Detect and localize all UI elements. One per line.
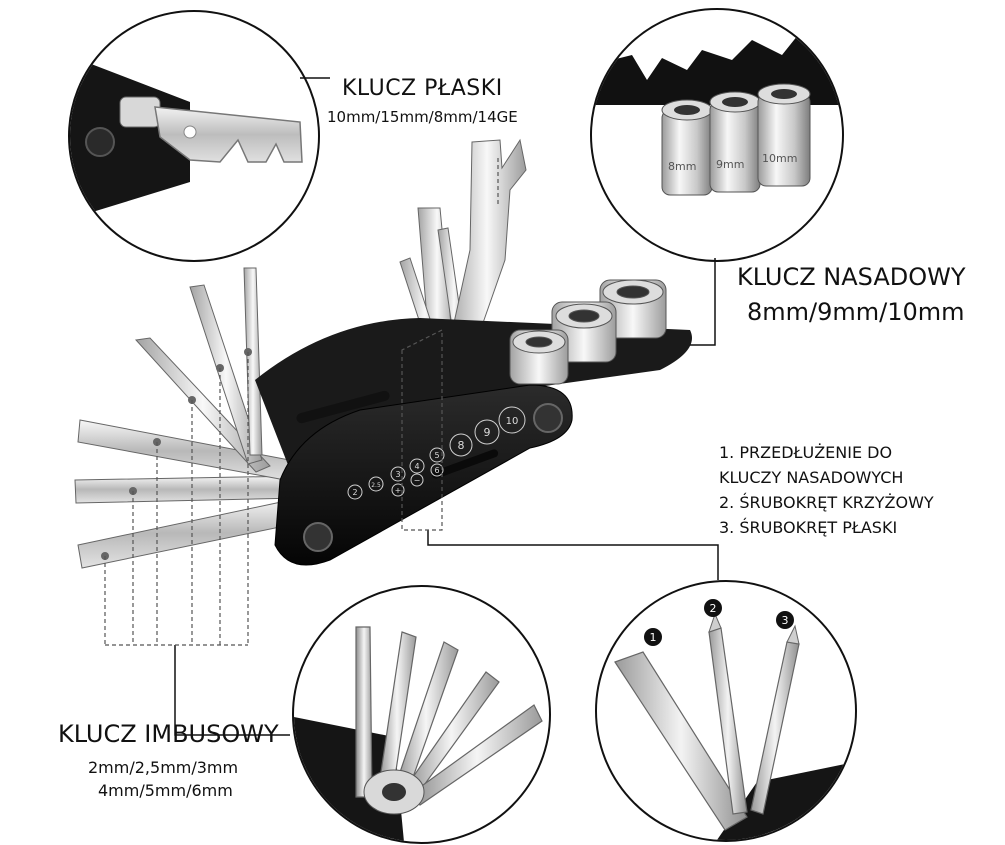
screwdriver-item-3: 3. ŚRUBOKRĘT PŁASKI — [719, 518, 898, 537]
detail-circle-sockets: 8mm 9mm 10mm — [590, 8, 844, 262]
socket-10mm — [757, 83, 811, 187]
hex-key-bars — [74, 267, 305, 569]
badge-2: 2 — [704, 599, 722, 617]
body-number-10: 10 — [506, 416, 519, 427]
body-number-4: 4 — [414, 462, 419, 471]
body-mark-plus: + — [395, 486, 402, 495]
body-mark-minus: − — [414, 476, 421, 485]
hex-keys-title: KLUCZ IMBUSOWY — [58, 720, 279, 748]
hex-keys-sizes-line2: 4mm/5mm/6mm — [98, 781, 233, 800]
badge-1: 1 — [644, 628, 662, 646]
body-number-8: 8 — [458, 439, 465, 452]
tool-body — [274, 384, 573, 566]
body-number-2-5: 2.5 — [371, 482, 381, 489]
screwdriver-item-2: 2. ŚRUBOKRĘT KRZYŻOWY — [719, 493, 934, 512]
body-number-2: 2 — [352, 488, 357, 497]
detail-circle-flat-wrench — [68, 10, 320, 262]
detail-circle-screwdrivers: 1 2 3 — [595, 580, 857, 842]
detail-circle-hex-keys — [292, 585, 551, 844]
flat-wrench-sizes: 10mm/15mm/8mm/14GE — [327, 108, 518, 126]
socket-8mm — [661, 99, 713, 196]
body-number-5: 5 — [434, 451, 439, 460]
socket-wrench-sizes: 8mm/9mm/10mm — [747, 298, 965, 326]
socket-label-10: 10mm — [762, 152, 797, 165]
svg-text:3: 3 — [782, 614, 789, 627]
screwdriver-list: 1. PRZEDŁUŻENIE DO KLUCZY NASADOWYCH 2. … — [719, 440, 934, 540]
screwdriver-item-1a: 1. PRZEDŁUŻENIE DO — [719, 443, 893, 462]
flat-wrench-closeup — [70, 55, 303, 219]
callout-lines — [174, 77, 719, 736]
body-number-9: 9 — [484, 426, 491, 439]
badge-3: 3 — [776, 611, 794, 629]
dashed-guides — [104, 158, 499, 646]
socket-label-9: 9mm — [716, 158, 744, 171]
hex-keys-sizes-line1: 2mm/2,5mm/3mm — [88, 758, 239, 777]
flat-wrench-title: KLUCZ PŁASKI — [342, 76, 503, 101]
socket-wrench-title: KLUCZ NASADOWY — [737, 263, 966, 291]
socket-9mm — [709, 91, 761, 193]
tool-sockets — [509, 279, 667, 385]
svg-text:2: 2 — [710, 602, 717, 615]
body-number-marks — [347, 406, 526, 500]
body-number-3: 3 — [395, 470, 400, 479]
body-number-6: 6 — [434, 466, 439, 475]
svg-text:1: 1 — [650, 631, 657, 644]
screwdriver-item-1b: KLUCZY NASADOWYCH — [719, 468, 904, 487]
socket-label-8: 8mm — [668, 160, 696, 173]
sockets-closeup: 8mm 9mm 10mm — [592, 30, 842, 196]
